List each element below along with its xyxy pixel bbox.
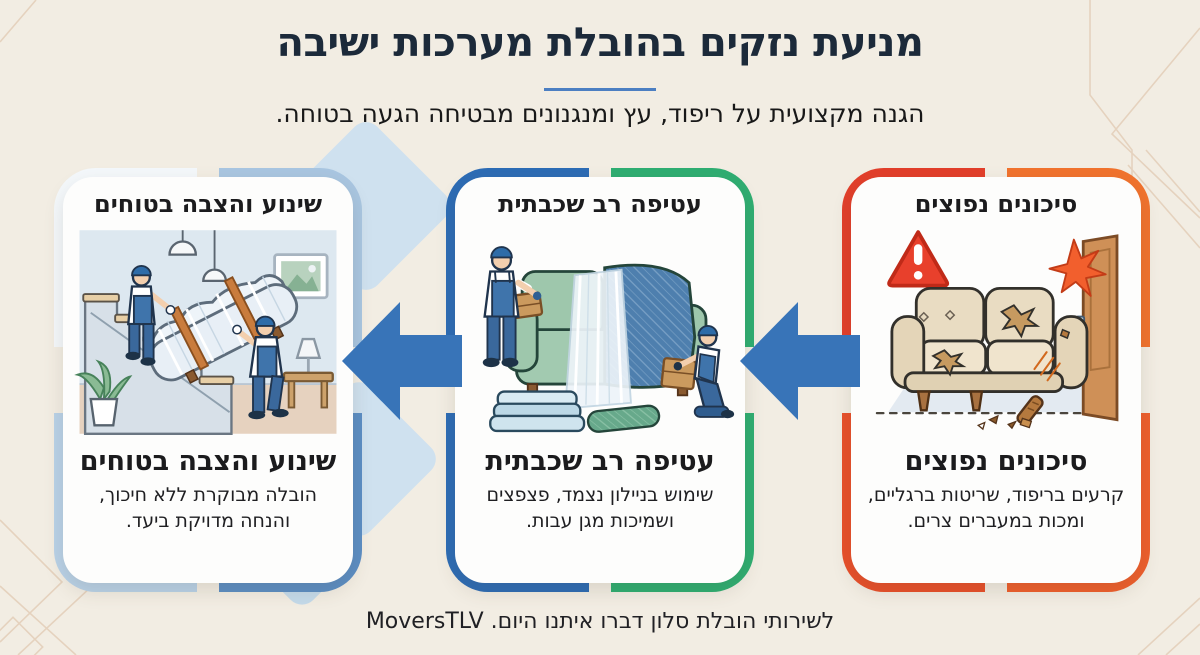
arrow-head: [740, 302, 798, 420]
arrow-head: [342, 302, 400, 420]
folded-blankets-stack: [489, 390, 661, 433]
potted-plant: [74, 359, 133, 427]
wrapped-sofa: [149, 274, 299, 384]
impact-burst-icon: [1048, 238, 1107, 297]
mover-standing: [482, 246, 542, 368]
card-common-risks: סיכונים נפוצים: [842, 168, 1150, 592]
card-body: שינוע והצבה בטוחים: [63, 177, 353, 583]
tear-mark: [1000, 304, 1041, 339]
warning-triangle-icon: [887, 230, 950, 288]
card-title: שינוע והצבה בטוחים: [79, 446, 337, 477]
arrow-left-icon: [740, 302, 860, 420]
page-footer: לשירותי הובלת סלון דברו איתנו היום. Move…: [365, 609, 835, 634]
scratch-marks: [1033, 351, 1061, 382]
arrow-left-icon: [342, 302, 462, 420]
illustration-damaged-sofa: [860, 220, 1132, 444]
folded-green-blanket: [586, 404, 661, 433]
card-header: עטיפה רב שכבתית: [498, 190, 702, 218]
illustration-carrying-sofa-stairs: [72, 220, 344, 444]
pendant-lamp-icon: [168, 230, 227, 283]
tear-mark: [1059, 328, 1071, 340]
card-multi-layer-wrapping: עטיפה רב שכבתית: [446, 168, 754, 592]
arrow-tail: [398, 335, 462, 387]
card-safe-transport: שינוע והצבה בטוחים: [54, 168, 362, 592]
mover-upper: [125, 264, 176, 366]
card-description: הובלה מבוקרת ללא חיכוך, והנחה מדויקת ביע…: [98, 484, 318, 533]
damaged-sofa: [890, 286, 1089, 431]
card-title: עטיפה רב שכבתית: [485, 446, 715, 477]
card-header: סיכונים נפוצים: [914, 190, 1078, 218]
mover-kneeling: [673, 324, 735, 419]
side-table-lamp: [282, 337, 334, 409]
illustration-wrapping-sofa: [464, 220, 736, 444]
mover-lower: [232, 315, 289, 420]
page-subtitle: הגנה מקצועית על ריפוד, עץ ומנגנונים מבטי…: [275, 99, 925, 128]
card-header: שינוע והצבה בטוחים: [93, 190, 323, 218]
page-title: מניעת נזקים בהובלת מערכות ישיבה: [276, 20, 924, 66]
card-description: שימוש בניילון נצמד, פצפצים ושמיכות מגן ע…: [486, 484, 714, 533]
card-title: סיכונים נפוצים: [904, 446, 1088, 477]
plastic-wrap: [564, 268, 632, 410]
sofa-being-wrapped: [503, 263, 708, 410]
tear-mark: [931, 349, 967, 377]
card-body: עטיפה רב שכבתית: [455, 177, 745, 583]
picture-frame: [273, 253, 329, 300]
card-body: סיכונים נפוצים: [851, 177, 1141, 583]
card-description: קרעים בריפוד, שריטות ברגליים, ומכות במעב…: [867, 484, 1125, 533]
title-underline: [544, 88, 656, 91]
arrow-tail: [796, 335, 860, 387]
